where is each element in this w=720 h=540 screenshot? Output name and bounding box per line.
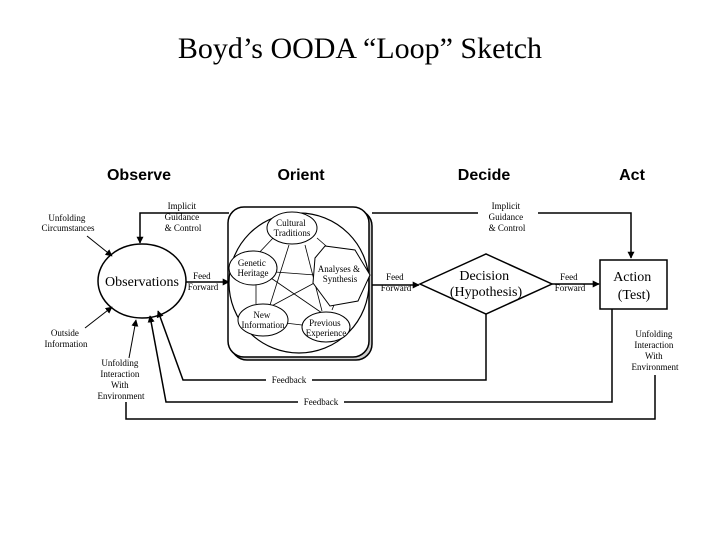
cultural-traditions-node <box>266 211 318 245</box>
unfolding-interaction-right-label: Unfolding Interaction With Environment <box>632 329 679 372</box>
feedback-decision-label: Feedback <box>272 375 307 385</box>
observations-node <box>97 243 187 319</box>
phase-act: Act <box>619 167 645 184</box>
unfolding-interaction-left-arrow <box>128 319 139 359</box>
feedback-decision-mask <box>266 373 312 386</box>
phase-observe: Observe <box>107 167 171 184</box>
decision-label: Decision (Hypothesis) <box>450 269 523 300</box>
implicit-guidance-right-label: Implicit Guidance & Control <box>489 201 526 233</box>
unfolding-circumstances-label: Unfolding Circumstances <box>42 213 95 233</box>
feedback-decision-arrow <box>156 310 487 381</box>
decision-node <box>418 253 554 315</box>
implicit-guidance-right-arrow <box>372 212 635 259</box>
previous-experience-node <box>301 311 351 343</box>
feedback-action-arrow <box>147 309 613 403</box>
implicit-guidance-left-arrow <box>136 212 229 244</box>
new-information-node <box>237 303 289 337</box>
phase-decide: Decide <box>458 167 511 184</box>
implicit-guidance-left-label: Implicit Guidance & Control <box>165 201 202 233</box>
action-label: Action (Test) <box>613 270 655 303</box>
cultural-traditions-label: Cultural Traditions <box>274 218 311 238</box>
outside-information-arrow <box>84 306 113 329</box>
feedback-action-label: Feedback <box>304 397 339 407</box>
implicit-guidance-right-mask <box>478 198 538 234</box>
feedback-action-mask <box>298 395 344 408</box>
analyses-synthesis-label: Analyses & Synthesis <box>318 264 363 284</box>
phase-orient: Orient <box>277 167 325 184</box>
feed-forward-decide-label: Feed Forward <box>555 272 586 293</box>
analyses-synthesis-node <box>312 245 371 307</box>
feed-forward-orient-label: Feed Forward <box>381 272 412 293</box>
outside-information-label: Outside Information <box>45 328 88 349</box>
genetic-heritage-node <box>228 250 278 286</box>
action-node <box>599 259 668 310</box>
new-information-label: New Information <box>242 310 285 330</box>
observations-label: Observations <box>105 275 179 290</box>
previous-experience-label: Previous Experience <box>306 318 346 338</box>
environment-loop-line <box>125 375 656 420</box>
unfolding-circumstances-arrow <box>86 235 113 257</box>
unfolding-interaction-left-label: Unfolding Interaction With Environment <box>98 358 145 401</box>
diagram-title: Boyd’s OODA “Loop” Sketch <box>178 32 542 65</box>
feed-forward-observe-label: Feed Forward <box>188 271 219 292</box>
genetic-heritage-label: Genetic Heritage <box>238 258 269 278</box>
